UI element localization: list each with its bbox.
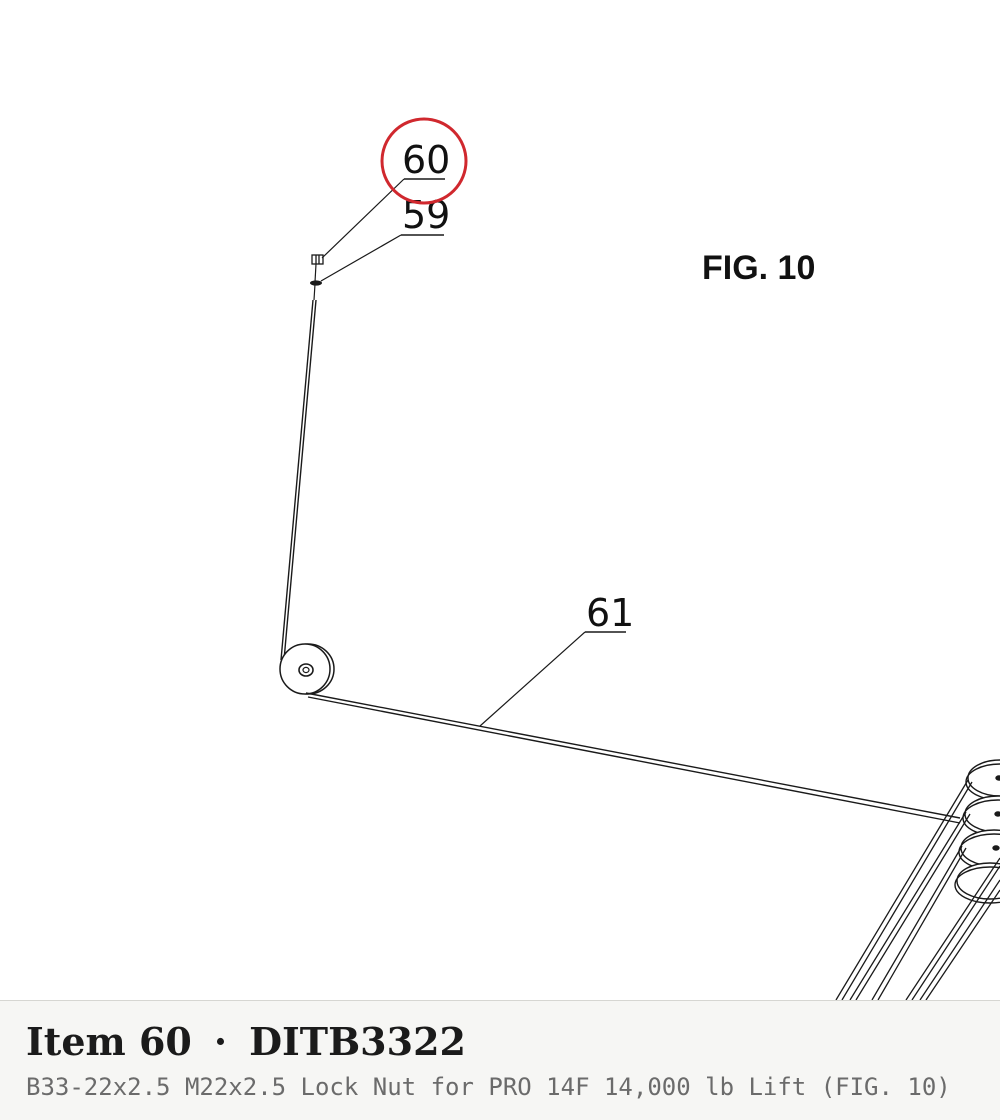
callout-60-label: 60 [402, 138, 450, 182]
part-caption-bar: Item 60 · DITB3322 B33-22x2.5 M22x2.5 Lock… [0, 1000, 1000, 1120]
vertical-cable [280, 263, 317, 661]
lock-nut-part [311, 254, 324, 265]
exploded-parts-drawing: FIG. 10 [279, 117, 1000, 1000]
highlight-circle [380, 117, 468, 205]
part-caption-title: Item 60 · DITB3322 [26, 1019, 466, 1064]
part-description: B33-22x2.5 M22x2.5 Lock Nut for PRO 14F … [26, 1073, 951, 1101]
part-number: DITB3322 [249, 1019, 466, 1064]
callout-61[interactable]: 61 [479, 591, 634, 727]
item-label: Item 60 [26, 1019, 192, 1064]
sheave-stack [954, 759, 1000, 904]
sheave-pulley [279, 643, 335, 695]
cable-part [305, 692, 961, 824]
callout-61-label: 61 [586, 591, 634, 635]
washer-part [310, 280, 322, 286]
caption-separator: · [213, 1019, 228, 1064]
lower-cables [835, 779, 1000, 1000]
callout-59[interactable]: 59 [320, 193, 450, 282]
callout-60[interactable]: 60 [321, 138, 450, 259]
figure-label: FIG. 10 [702, 249, 815, 287]
